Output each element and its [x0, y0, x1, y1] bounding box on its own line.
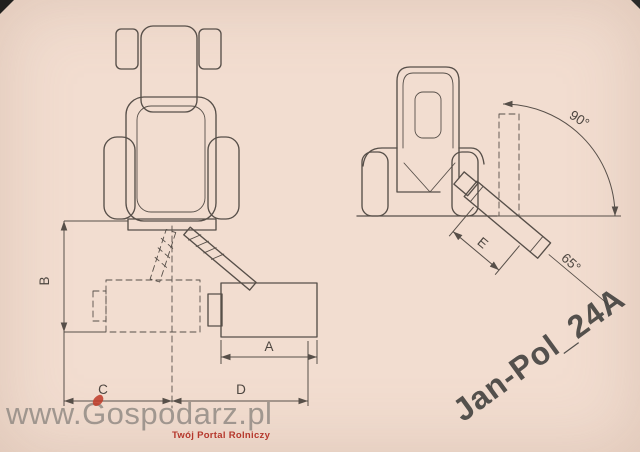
- left-fender: [362, 147, 398, 167]
- dim-e-label: E: [474, 234, 491, 251]
- seat: [414, 91, 442, 139]
- top-view-tractor: [103, 25, 240, 231]
- mower-top-view: [92, 225, 318, 409]
- dim-line-e: [452, 231, 500, 271]
- mower-deck: [220, 282, 318, 338]
- angle-65-label: 65°: [558, 250, 583, 275]
- body: [125, 96, 217, 222]
- dimensions-top-view: B A C D: [37, 220, 318, 406]
- angle-65-ray: [548, 254, 609, 305]
- scan-corner-fold-tr: [631, 0, 640, 9]
- watermark-gospodarz-text: www.Gospodarz.pl: [6, 396, 273, 431]
- mower-arm-raised-ghost: [498, 113, 520, 217]
- rear-right-fender: [207, 136, 240, 220]
- arm-bracket: [453, 171, 479, 197]
- angle-90-label: 90°: [567, 107, 592, 131]
- right-fender: [458, 147, 485, 165]
- watermark-gospodarz: www.Gospodarz.pl: [6, 393, 273, 432]
- dim-b-label: B: [37, 276, 52, 285]
- mower-arm-tilted: E: [448, 180, 609, 305]
- front-left-wheel: [115, 28, 139, 70]
- chassis: [396, 147, 460, 193]
- scan-corner-fold-tl: [0, 0, 14, 14]
- rear-left-wheel: [361, 151, 389, 217]
- arm-hatching: [188, 234, 225, 260]
- swing-arc: [502, 100, 619, 217]
- mower-deck-ghost: [105, 279, 201, 333]
- mower-side-gearbox-ghost: [92, 290, 107, 322]
- dim-a-label: A: [264, 339, 273, 354]
- rear-left-fender: [103, 136, 136, 220]
- dim-d-label: D: [236, 382, 246, 397]
- hood: [140, 25, 198, 113]
- mower-arm: [183, 226, 257, 291]
- rops-inner: [402, 72, 454, 149]
- rops-outer: [396, 66, 460, 149]
- dim-c-label: C: [98, 382, 108, 397]
- hitch-linkage: [403, 162, 456, 193]
- watermark-tagline: Twój Portal Rolniczy: [172, 430, 271, 441]
- mower-side-gearbox: [207, 293, 223, 327]
- mower-arm-ghost: [149, 229, 177, 283]
- front-right-wheel: [198, 28, 222, 70]
- cab-inner-outline: [136, 105, 206, 213]
